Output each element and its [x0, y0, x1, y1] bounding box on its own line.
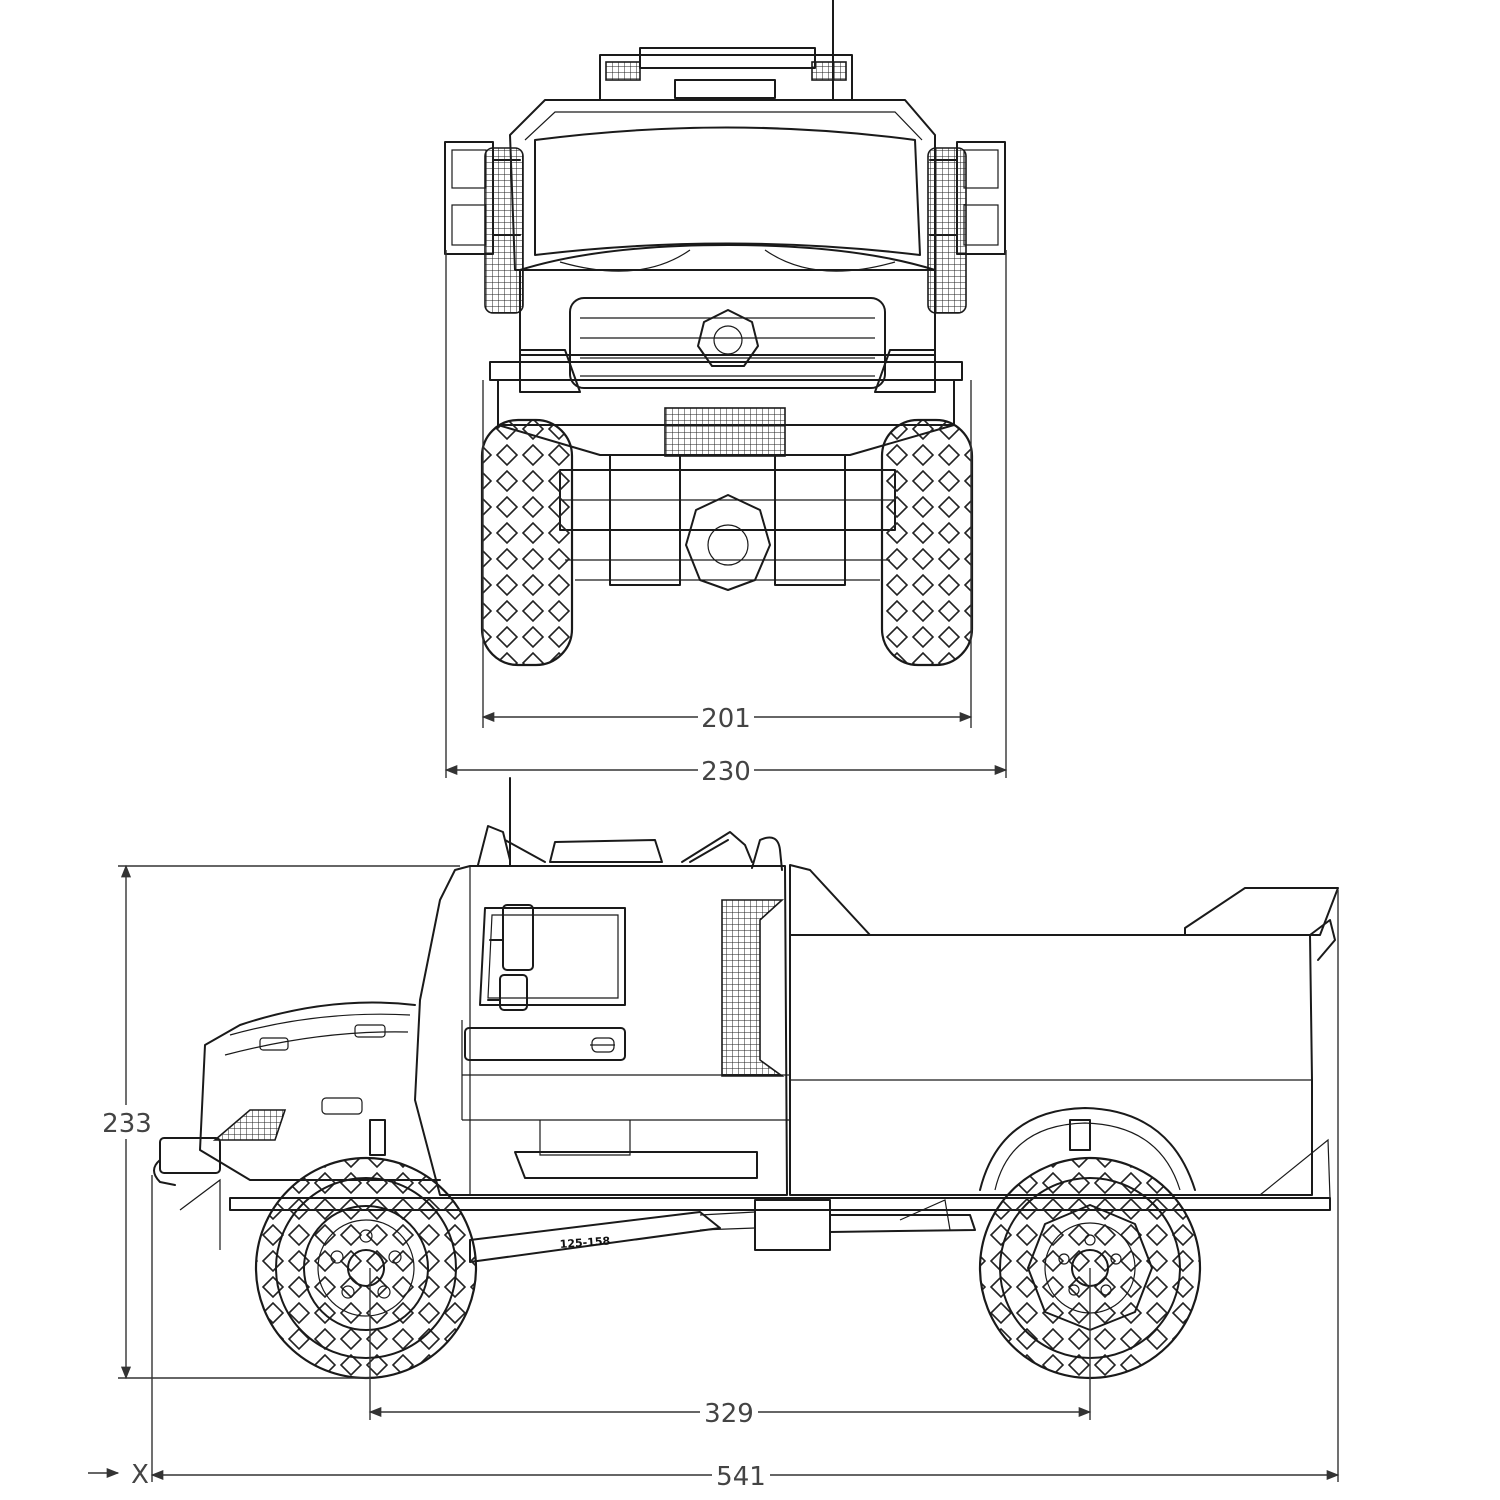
- front-grille-emblem: [697, 309, 759, 367]
- front-bumper: [489, 361, 963, 457]
- front-roof-light-bar: [599, 47, 853, 101]
- front-right-tire: [880, 418, 974, 667]
- front-hood: [519, 244, 936, 356]
- front-width-dimension: 230: [701, 757, 751, 787]
- side-mesh-panel: [721, 899, 785, 1077]
- side-view-dimensions: 233 329 541 X: [88, 864, 1340, 1492]
- front-view-dimensions: 201 230: [444, 250, 1008, 787]
- side-front-bumper: [159, 1137, 221, 1174]
- side-hood: [199, 1001, 441, 1181]
- side-cab-window: [479, 907, 626, 1006]
- side-snorkel: [751, 836, 783, 871]
- front-view: [444, 0, 1006, 667]
- length-dimension: 541: [716, 1462, 766, 1492]
- side-mirror: [487, 904, 534, 1011]
- front-grille: [569, 297, 886, 389]
- shock-spec-label: 125-158: [559, 1235, 610, 1251]
- front-left-tire: [480, 418, 574, 667]
- front-differential: [685, 494, 771, 591]
- front-track-dimension: 201: [701, 704, 751, 734]
- side-front-wheel: [254, 1156, 478, 1380]
- origin-marker: X: [131, 1460, 149, 1490]
- side-roll-bar: [477, 825, 546, 866]
- side-cargo-box: [789, 934, 1313, 1196]
- front-left-mesh-panel: [484, 147, 524, 314]
- side-view: 125-158: [153, 777, 1339, 1380]
- side-door: [464, 1027, 626, 1061]
- height-dimension: 233: [102, 1109, 152, 1139]
- front-windshield: [534, 126, 921, 256]
- side-rear-fender: [979, 1107, 1196, 1191]
- side-rear-spoiler: [1184, 887, 1339, 936]
- wheelbase-dimension: 329: [704, 1399, 754, 1429]
- front-right-mesh-panel: [927, 147, 967, 314]
- side-frame-rail: [229, 1197, 1331, 1211]
- side-roof-box: [549, 839, 663, 863]
- side-front-grille-mesh: [212, 1109, 287, 1141]
- front-axle: [559, 454, 896, 591]
